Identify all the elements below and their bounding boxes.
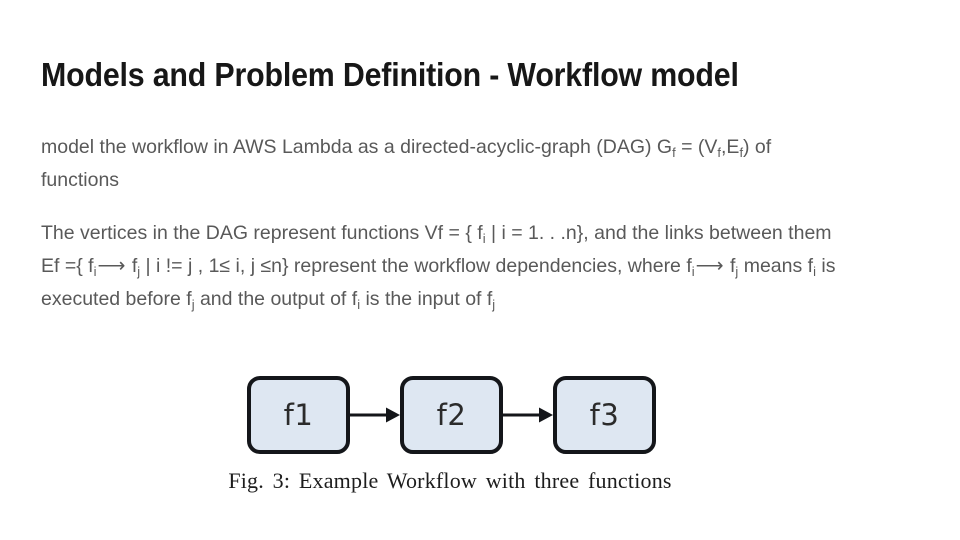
text-run: and the output of f — [194, 288, 358, 310]
text-run: = (V — [675, 136, 718, 158]
subscript-j: j — [191, 297, 195, 313]
node-label: f1 — [283, 398, 314, 432]
text-run: ,E — [721, 136, 740, 158]
subscript-f: f — [672, 145, 676, 161]
workflow-node-f1: f1 — [247, 376, 350, 454]
node-label: f2 — [436, 398, 467, 432]
text-run: model the workflow in AWS Lambda as a di… — [41, 136, 673, 158]
right-arrow-icon — [503, 407, 553, 423]
right-arrow-icon — [350, 407, 400, 423]
workflow-dag-diagram: f1 f2 f3 — [190, 370, 710, 460]
page-title: Models and Problem Definition - Workflow… — [41, 56, 739, 93]
right-arrow-icon: ⟶ — [695, 255, 724, 277]
text-run: f — [724, 255, 736, 277]
subscript-f: f — [717, 145, 721, 161]
text-run: is — [815, 255, 836, 277]
subscript-f: f — [739, 145, 744, 161]
text-run: | i != j , 1≤ i, j ≤n} represent the wor… — [140, 255, 692, 277]
subscript-j: j — [492, 297, 496, 313]
workflow-edge-f2-f3 — [503, 376, 553, 454]
paragraph-line: functions — [41, 169, 120, 191]
node-label: f3 — [589, 398, 620, 432]
workflow-edge-f1-f2 — [350, 376, 400, 454]
paragraph-line: Ef ={ fi⟶ fj | i != j , 1≤ i, j ≤n} repr… — [41, 250, 931, 283]
subscript-i: i — [482, 231, 486, 247]
paragraph-line: executed before fj and the output of fi … — [41, 283, 931, 316]
text-run: executed before f — [41, 288, 192, 310]
workflow-node-f2: f2 — [400, 376, 503, 454]
text-run: Ef ={ f — [41, 255, 94, 277]
subscript-i: i — [357, 297, 361, 313]
paragraph-vertices-edges: The vertices in the DAG represent functi… — [41, 217, 931, 316]
right-arrow-icon: ⟶ — [97, 255, 126, 277]
text-run: The vertices in the DAG represent functi… — [41, 222, 483, 244]
subscript-i: i — [93, 264, 97, 280]
text-run: f — [126, 255, 138, 277]
text-run: ) of — [743, 136, 772, 158]
workflow-node-f3: f3 — [553, 376, 656, 454]
subscript-i: i — [813, 264, 816, 280]
text-run: means f — [738, 255, 814, 277]
figure-caption: Fig. 3: Example Workflow with three func… — [228, 468, 672, 493]
subscript-i: i — [691, 264, 695, 280]
paragraph-line: The vertices in the DAG represent functi… — [41, 217, 931, 250]
paragraph-line: model the workflow in AWS Lambda as a di… — [41, 131, 921, 164]
text-run: | i = 1. . .n}, and the links between th… — [485, 222, 832, 244]
text-run: is the input of f — [360, 288, 493, 310]
workflow-figure: f1 f2 f3 Fig. 3: Example W — [190, 370, 710, 494]
subscript-j: j — [735, 264, 739, 280]
paragraph-workflow-definition: model the workflow in AWS Lambda as a di… — [41, 131, 921, 197]
subscript-j: j — [137, 264, 141, 280]
